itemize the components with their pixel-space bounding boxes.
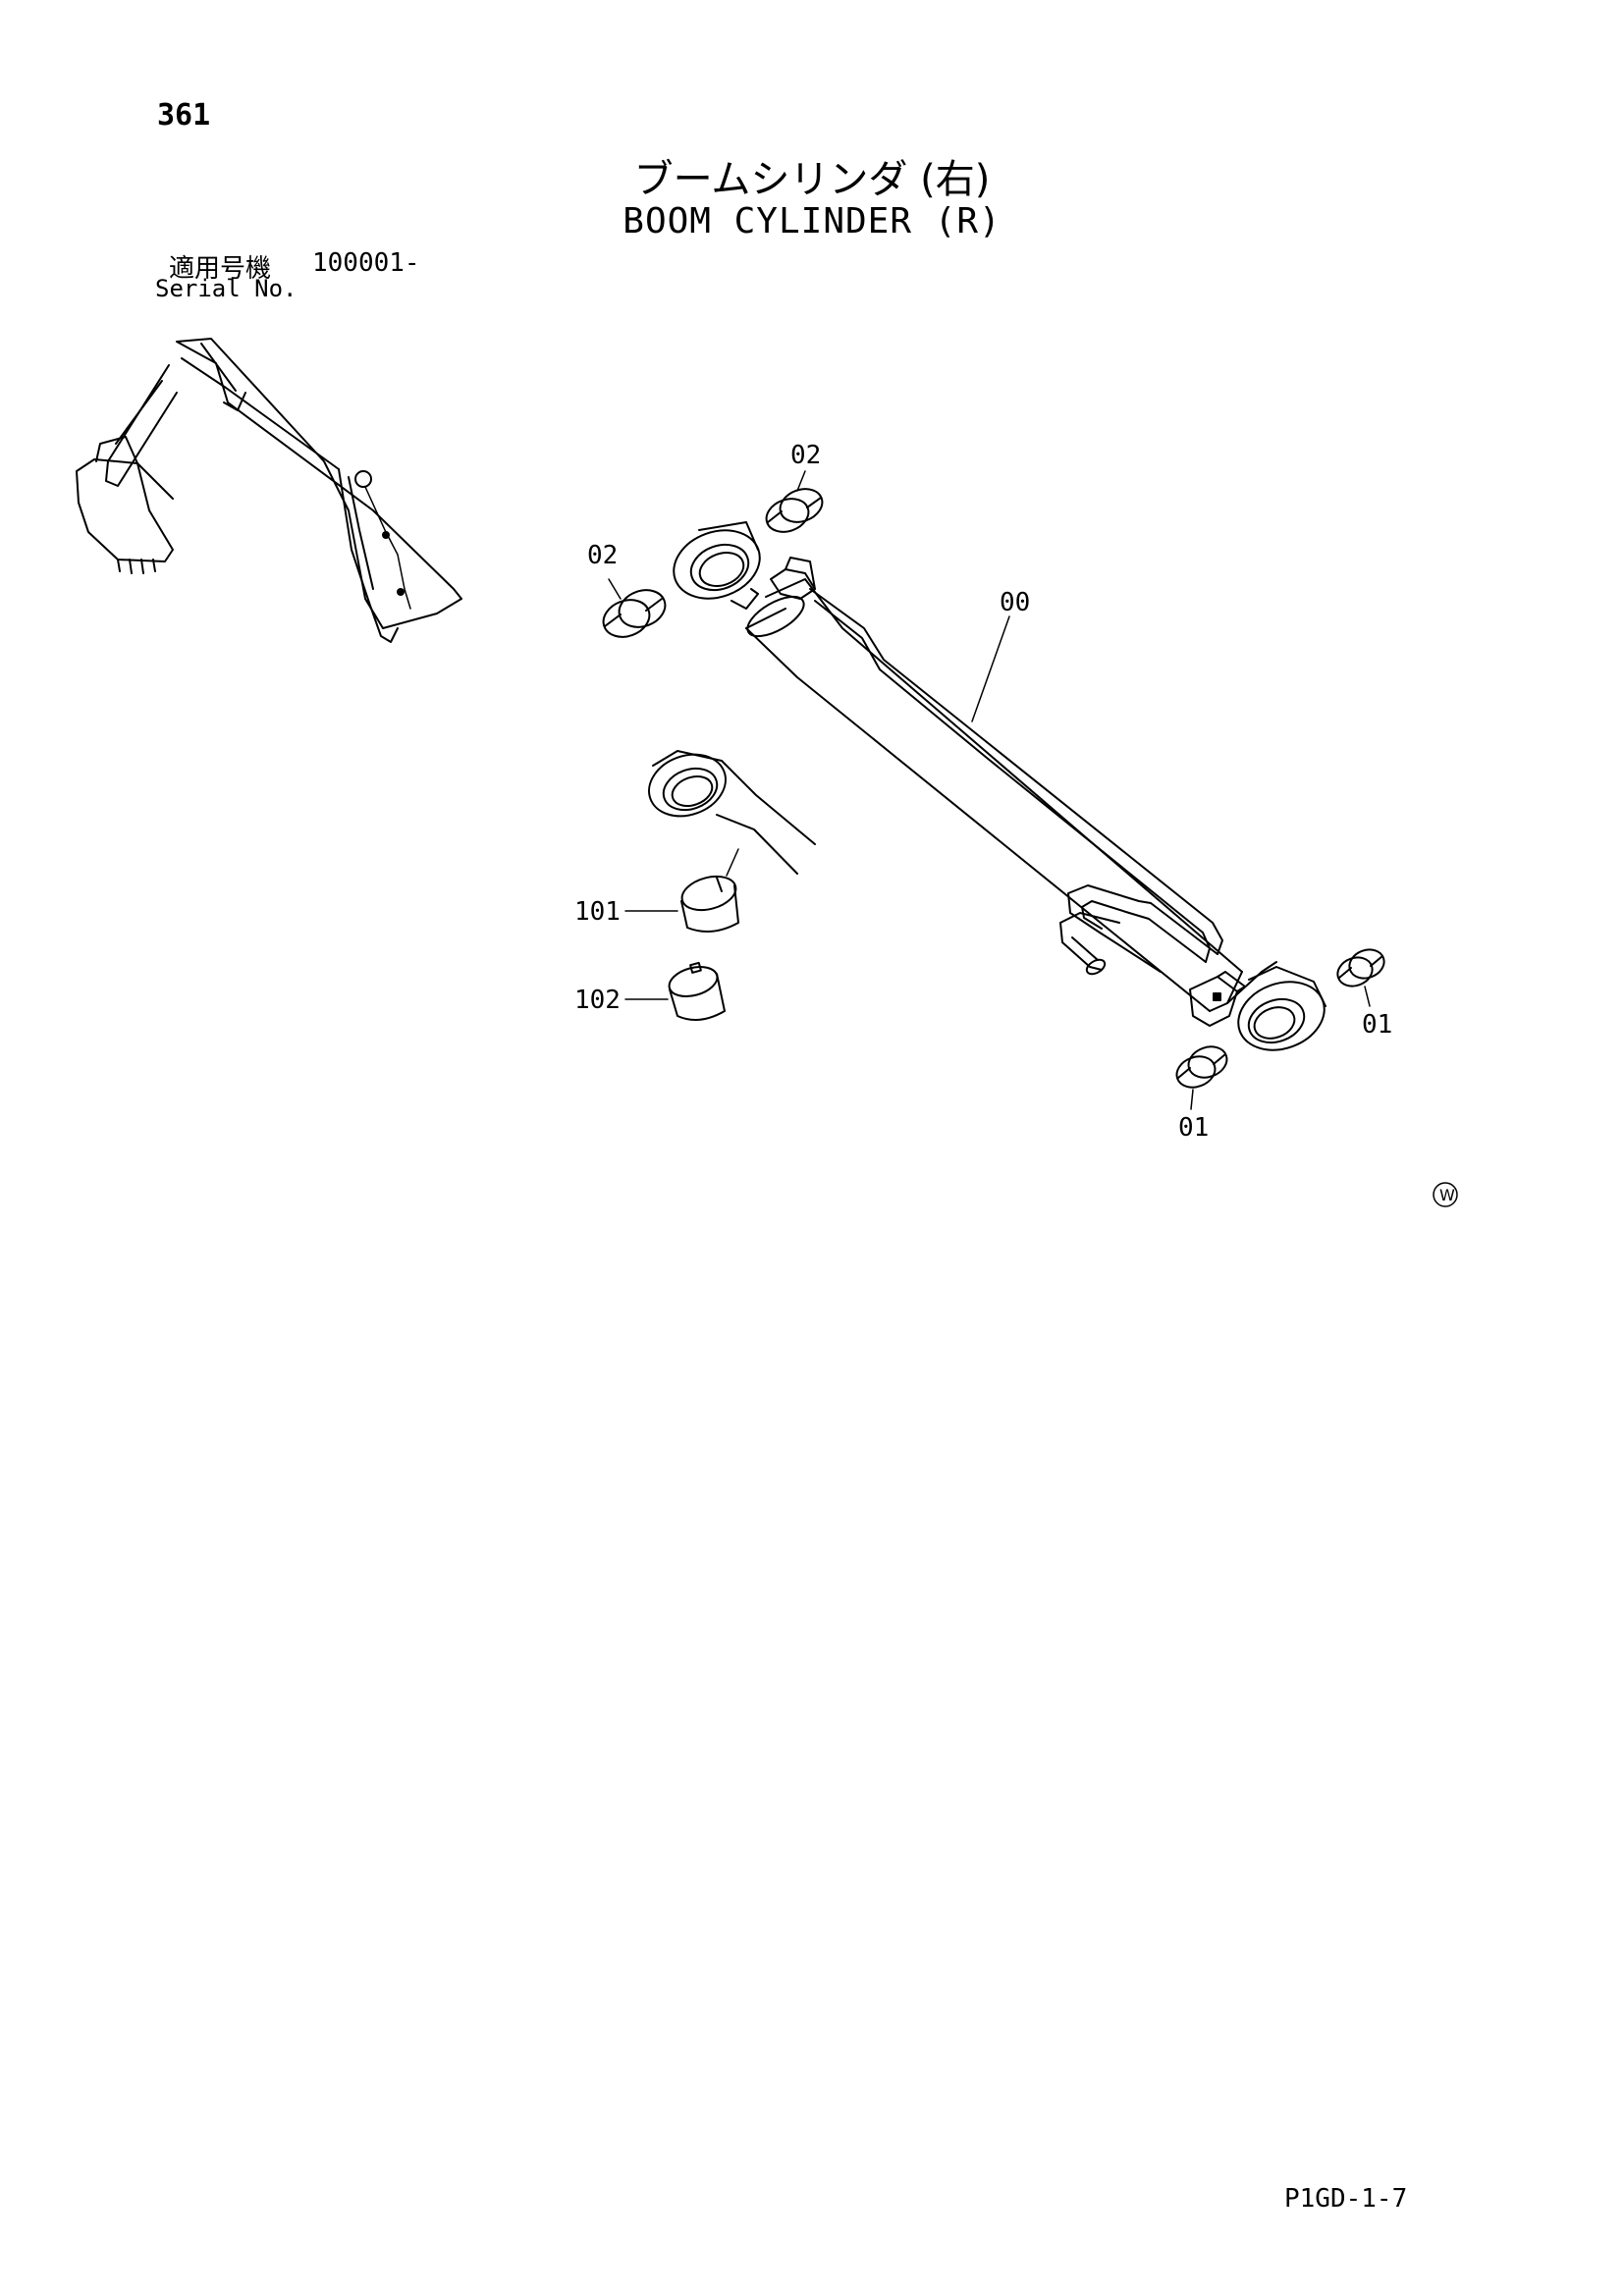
callout-02-upper: 02	[790, 441, 821, 470]
callout-02-left: 02	[587, 541, 618, 570]
rod-eye-detail	[648, 750, 816, 875]
watermark-letter: W	[1439, 1186, 1455, 1204]
bushing-01-lower	[1175, 1045, 1228, 1089]
callout-101: 101	[574, 897, 621, 927]
callout-102: 102	[574, 986, 621, 1015]
footer-page-code: P1GD-1-7	[1284, 2184, 1408, 2214]
bushing-02-left	[602, 589, 667, 638]
callout-01-lower: 01	[1178, 1113, 1209, 1143]
excavator-locator-illustration	[76, 338, 462, 643]
callout-00: 00	[1000, 588, 1030, 617]
serial-label-english: Serial No.	[155, 275, 298, 302]
bushing-02-upper	[765, 488, 824, 533]
part-101-sleeve	[680, 875, 739, 933]
callout-leader-lines	[608, 470, 1371, 1110]
serial-number-value: 100001-	[312, 248, 420, 278]
callout-01-right: 01	[1362, 1010, 1392, 1040]
serial-label-japanese: 適用号機	[169, 254, 272, 284]
page-title-japanese: ブームシリンダ (右)	[633, 157, 991, 202]
bushing-01-right	[1336, 948, 1385, 988]
page-number: 361	[157, 98, 211, 133]
page-title-english: BOOM CYLINDER (R)	[623, 201, 1001, 241]
boom-cylinder-assembly	[673, 521, 1326, 1051]
part-102-clamp-band	[668, 961, 726, 1021]
watermark-circle-mark	[1433, 1182, 1458, 1207]
